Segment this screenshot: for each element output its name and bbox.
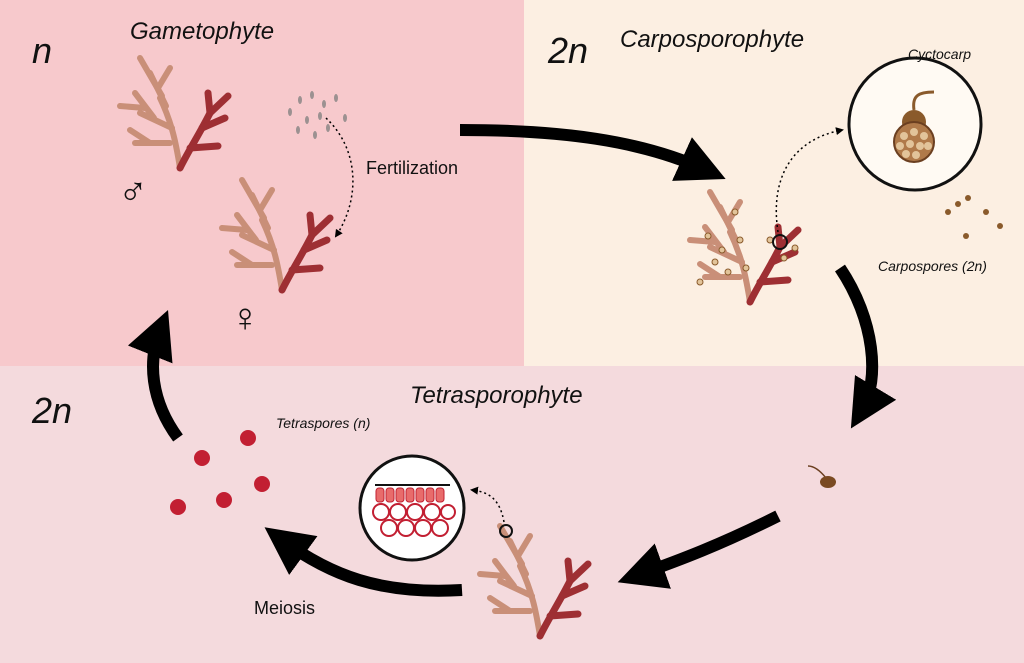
carposporophyte-alga (690, 192, 798, 302)
carpospore-dots (945, 195, 1003, 239)
female-gametophyte-alga (222, 180, 330, 290)
carposporophyte-title: Carposporophyte (620, 26, 805, 53)
gametophyte-panel (0, 0, 524, 366)
fertilization-label: Fertilization (366, 158, 459, 178)
tetrasporangia-highlight-circle (499, 524, 513, 538)
gametophyte-title: Gametophyte (130, 18, 275, 45)
female-symbol: ♀ (230, 296, 260, 340)
cycle-arrow-to-carposporophyte (459, 124, 726, 181)
meiosis-label: Meiosis (254, 598, 316, 618)
tetrasporangia-dotted-arrow (470, 486, 505, 523)
tetraspores-label: Tetraspores (n) (276, 415, 371, 431)
male-gametophyte-alga (120, 58, 228, 168)
tetrasporangia-illustration (372, 484, 456, 537)
fertilization-dotted-arrow (325, 117, 354, 238)
spermatia (288, 91, 347, 139)
tetraspore-dots (170, 430, 270, 515)
cystocarp-illustration (893, 90, 935, 163)
cycle-arrow-to-tetrasporophyte (617, 510, 781, 589)
carposporophyte-ploidy-label: 2n (548, 30, 589, 71)
germinating-carpospore (807, 465, 836, 488)
cystocarp-label: Cyctocarp (908, 46, 972, 62)
tetrasporophyte-title: Tetrasporophyte (410, 382, 583, 409)
gametophyte-ploidy-label: n (32, 30, 53, 71)
tetrasporophyte-alga (480, 526, 588, 636)
cystocarp-highlight-circle (772, 234, 788, 250)
cystocarp-dots (696, 208, 799, 286)
cycle-arrow-meiosis (264, 527, 463, 597)
cycle-arrow-to-gametophyte (127, 309, 183, 442)
cystocarp-dotted-arrow (775, 127, 844, 233)
carpospores-label: Carpospores (2n) (878, 258, 987, 274)
tetrasporophyte-ploidy-label: 2n (32, 390, 73, 431)
cycle-arrow-to-carpospore (835, 264, 897, 429)
male-symbol: ♂ (118, 170, 148, 214)
